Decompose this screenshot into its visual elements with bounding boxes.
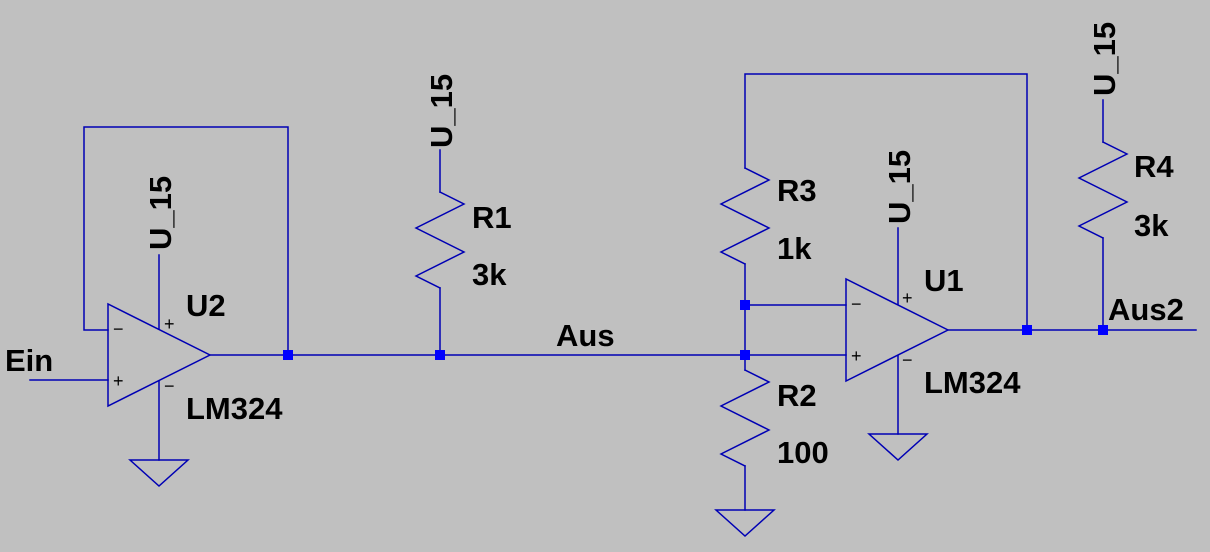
junction-dot — [283, 350, 293, 360]
junction-dot — [1098, 325, 1108, 335]
net-label-aus2: Aus2 — [1108, 292, 1184, 327]
supply-label-r4: U_15 — [1087, 22, 1122, 96]
r2-value: 100 — [777, 435, 829, 470]
opamp-u1-plus-pin: + — [851, 346, 862, 366]
u2-model-label: LM324 — [186, 391, 283, 426]
junction-dot — [1022, 325, 1032, 335]
u1-wiring — [744, 227, 1197, 462]
ground-symbol-r2 — [714, 509, 776, 538]
u1-feedback-wire — [744, 73, 1028, 331]
r1-value: 3k — [472, 257, 507, 292]
r4-designator: R4 — [1134, 149, 1174, 184]
supply-label-r1: U_15 — [424, 74, 459, 148]
resistor-r1-zigzag — [414, 190, 466, 290]
junction-dot — [740, 350, 750, 360]
opamp-u1-supply-minus: − — [902, 350, 913, 370]
opamp-u1[interactable]: − + + − — [845, 277, 950, 383]
opamp-u2-supply-plus: + — [164, 314, 175, 334]
supply-label-u1: U_15 — [882, 150, 917, 224]
junction-dot — [740, 300, 750, 310]
opamp-u2-minus-pin: − — [113, 319, 124, 339]
u2-feedback-wire — [83, 126, 289, 356]
resistor-r4-zigzag — [1077, 140, 1129, 240]
u2-wiring — [29, 126, 289, 488]
r2-designator: R2 — [777, 378, 817, 413]
supply-label-u2: U_15 — [143, 176, 178, 250]
opamp-u2-supply-minus: − — [164, 376, 175, 396]
junction-dot — [435, 350, 445, 360]
resistor-r2[interactable] — [714, 304, 776, 538]
junctions — [283, 300, 1108, 360]
opamp-u1-supply-plus: + — [902, 288, 913, 308]
opamp-u1-minus-pin: − — [851, 294, 862, 314]
ground-symbol-u2 — [128, 459, 190, 488]
net-label-aus: Aus — [556, 318, 615, 353]
resistor-r1[interactable] — [414, 149, 466, 356]
resistor-r4[interactable] — [1077, 99, 1129, 331]
r4-value: 3k — [1134, 208, 1169, 243]
r3-designator: R3 — [777, 173, 817, 208]
r3-value: 1k — [777, 231, 812, 266]
resistor-r3[interactable] — [719, 73, 1028, 331]
u2-designator: U2 — [186, 288, 226, 323]
r1-designator: R1 — [472, 200, 512, 235]
u1-model-label: LM324 — [924, 365, 1021, 400]
resistor-r3-zigzag — [719, 166, 771, 266]
ground-symbol-u1 — [867, 433, 929, 462]
u1-designator: U1 — [924, 263, 964, 298]
opamp-u2-plus-pin: + — [113, 371, 124, 391]
opamp-u1-body — [845, 277, 950, 383]
resistor-r2-zigzag — [719, 368, 771, 468]
net-label-ein: Ein — [5, 343, 53, 378]
